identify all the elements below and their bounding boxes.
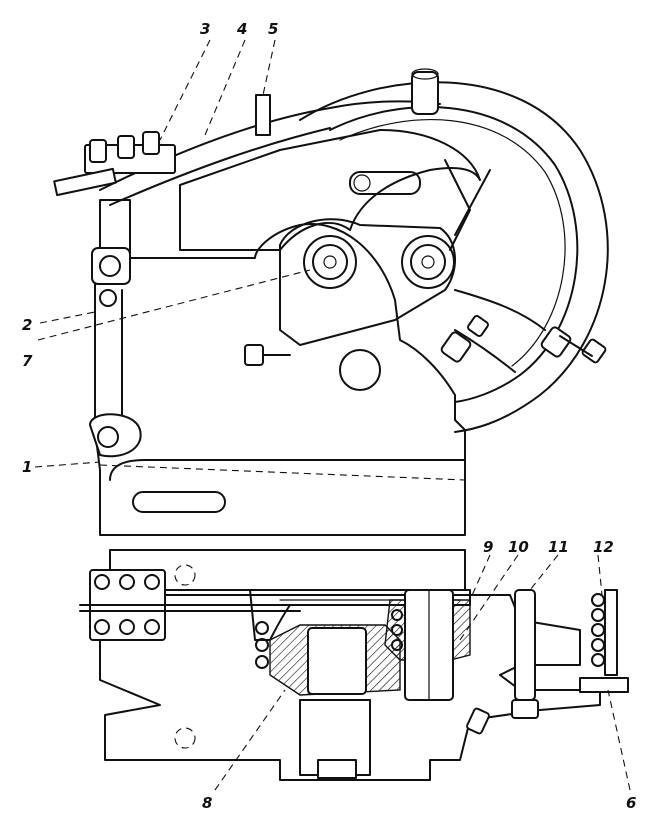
- top-nozzle: [411, 71, 439, 115]
- callout-8: 8: [202, 794, 212, 812]
- main-frame: [94, 199, 466, 536]
- belt-guard-lower: [109, 127, 331, 206]
- callout-3: 3: [200, 20, 210, 38]
- fitting: [466, 707, 490, 735]
- shaft-8: [307, 627, 367, 695]
- pin-7: [303, 235, 357, 289]
- callout-1: 1: [22, 458, 32, 476]
- spoke-4: [454, 329, 516, 373]
- callout-6: 6: [626, 794, 636, 812]
- crank-plate: [279, 218, 457, 346]
- callout-10: 10: [508, 538, 529, 556]
- spoke-1: [444, 159, 471, 251]
- callout-2: 2: [22, 316, 32, 334]
- lower-view: [79, 549, 629, 781]
- leader-lines: [34, 39, 631, 791]
- callout-5: 5: [268, 20, 278, 38]
- base-slot: [132, 491, 226, 513]
- dashed-centerline: [99, 464, 466, 481]
- link-2: [89, 247, 142, 458]
- bolt-right: [540, 326, 607, 364]
- upper-housing: [179, 129, 481, 251]
- spoke-3: [454, 289, 546, 331]
- bolt-mid: [440, 315, 489, 363]
- callout-12: 12: [593, 538, 614, 556]
- body-hole: [339, 349, 381, 391]
- clamp-3: [53, 131, 176, 197]
- pin-11: [514, 589, 536, 701]
- rod-5: [255, 94, 271, 136]
- upper-view: [53, 68, 609, 536]
- callout-9: 9: [483, 538, 493, 556]
- bearings: [255, 593, 605, 669]
- lower-frame-body: [99, 594, 601, 781]
- plate-12: [604, 589, 618, 676]
- pin-gear-right: [401, 235, 455, 289]
- callout-4: 4: [236, 20, 247, 38]
- callout-7: 7: [22, 352, 33, 370]
- rod-6: [579, 677, 629, 693]
- housing-slot: [349, 171, 421, 195]
- flywheel-rim-line: [339, 119, 566, 367]
- callout-labels: 3 4 5 2 7 1 9 10 11 12 8 6: [22, 20, 636, 812]
- left-bracket: [79, 569, 301, 641]
- spoke-2: [454, 169, 491, 236]
- callout-11: 11: [548, 538, 569, 556]
- bolt-left: [244, 344, 291, 366]
